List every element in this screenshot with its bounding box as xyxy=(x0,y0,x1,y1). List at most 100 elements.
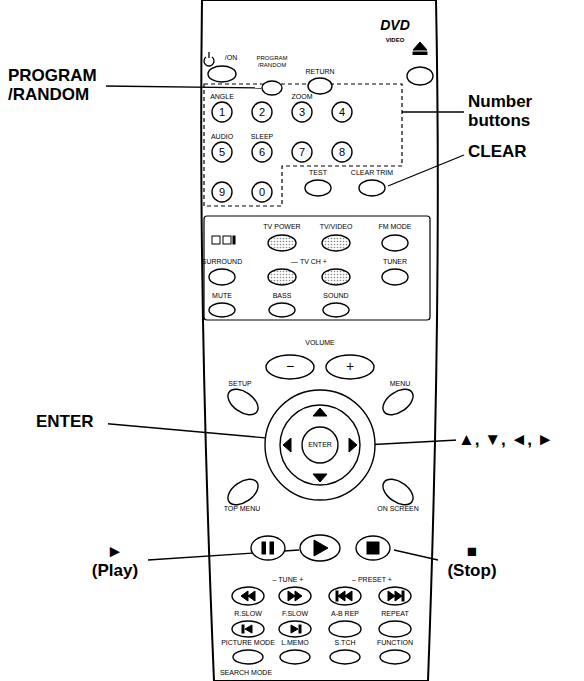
button-label: VIDEO xyxy=(386,37,405,44)
leader-line xyxy=(88,86,464,560)
remote-button xyxy=(379,587,411,605)
callout-label: Number buttons xyxy=(466,92,580,131)
button-label: ANGLE xyxy=(210,93,234,101)
button-label: − xyxy=(286,359,294,374)
leader-line xyxy=(364,440,458,445)
button-label: ZOOM xyxy=(292,93,313,101)
button-label: SETUP xyxy=(228,380,251,388)
remote-button xyxy=(379,621,411,637)
remote-button xyxy=(279,587,311,605)
button-symbol xyxy=(367,542,379,554)
button-symbol xyxy=(245,625,252,633)
tv-panel xyxy=(204,216,430,320)
remote-button xyxy=(323,303,349,317)
remote-button xyxy=(232,621,264,637)
callout-label: ► (Play) xyxy=(82,542,148,581)
button-symbol xyxy=(338,591,352,601)
remote-button xyxy=(212,102,232,122)
button-label: MUTE xyxy=(212,292,232,300)
remote-button xyxy=(329,621,361,637)
button-symbol xyxy=(402,591,404,601)
leader-line xyxy=(104,86,261,88)
remote-button xyxy=(332,142,352,162)
button-symbol xyxy=(208,52,209,58)
remote-button xyxy=(356,536,390,560)
button-symbol xyxy=(288,591,302,601)
button-symbol xyxy=(204,42,427,633)
remote-button xyxy=(252,102,272,122)
leader-line xyxy=(394,550,438,560)
button-label: A-B REP xyxy=(331,610,359,618)
callout-label: ENTER xyxy=(34,412,108,433)
callout-label: PROGRAM /RANDOM xyxy=(6,66,106,105)
remote-button xyxy=(266,355,314,379)
button-label: 6 xyxy=(259,146,265,158)
remote-button xyxy=(252,142,272,162)
remote-button xyxy=(212,182,232,202)
remote-button xyxy=(209,269,235,285)
shaded-button xyxy=(268,269,296,285)
remote-button xyxy=(292,142,312,162)
button-label: ON SCREEN xyxy=(377,505,419,513)
leader-line xyxy=(388,155,464,186)
button-label: 3 xyxy=(299,106,305,118)
button-symbol xyxy=(413,42,427,50)
remote-button xyxy=(269,303,295,317)
button-symbol xyxy=(270,542,274,554)
remote-button xyxy=(380,650,410,664)
button-label: S.TCH xyxy=(335,639,356,647)
button-label: BASS xyxy=(273,292,292,300)
remote-button xyxy=(326,355,374,379)
button-label: TUNER xyxy=(383,258,407,266)
button-label: TEST xyxy=(309,169,327,177)
button-label: PROGRAM /RANDOM xyxy=(254,55,290,68)
button-label: SURROUND xyxy=(202,258,242,266)
remote-body xyxy=(201,0,438,681)
number-bracket xyxy=(204,84,402,206)
remote-button xyxy=(407,67,433,85)
button-label: SEARCH MODE xyxy=(220,669,272,677)
button-label: AUDIO xyxy=(211,133,233,141)
button-label: L.MEMO xyxy=(281,639,309,647)
remote-button xyxy=(292,102,312,122)
remote-button xyxy=(280,405,360,485)
button-symbol xyxy=(242,625,244,633)
button-label: ENTER xyxy=(308,441,332,449)
button-label: 7 xyxy=(299,146,305,158)
button-label: RETURN xyxy=(305,68,334,76)
button-symbol xyxy=(204,57,214,66)
button-label: 1 xyxy=(219,106,225,118)
button-label: 5 xyxy=(219,146,225,158)
remote-button xyxy=(378,474,417,510)
remote-button xyxy=(302,427,338,463)
button-symbol xyxy=(313,474,327,482)
remote-button xyxy=(382,269,408,285)
button-label: SOUND xyxy=(323,292,348,300)
button-label: 9 xyxy=(219,186,225,198)
button-symbol xyxy=(262,542,266,554)
remote-button xyxy=(305,180,331,196)
remote-button xyxy=(223,384,262,420)
button-label: + xyxy=(346,359,354,374)
remote-button xyxy=(279,621,311,637)
button-label: 4 xyxy=(339,106,345,118)
button-symbol xyxy=(233,236,235,244)
button-symbol xyxy=(223,236,231,244)
remote-button xyxy=(308,78,332,94)
button-label: FM MODE xyxy=(378,223,411,231)
button-label: MENU xyxy=(390,380,411,388)
remote-button xyxy=(378,384,417,420)
button-label: — TV CH + xyxy=(291,258,327,266)
shaded-button xyxy=(322,269,350,285)
remote-button xyxy=(232,587,264,605)
remote-button xyxy=(233,650,263,664)
remote-button xyxy=(265,390,375,500)
number-bracket xyxy=(204,84,402,206)
button-symbol xyxy=(241,591,255,601)
button-label: CLEAR TRIM xyxy=(351,169,393,177)
button-symbol xyxy=(388,591,402,601)
button-label: SLEEP xyxy=(251,133,274,141)
button-symbol xyxy=(314,540,328,556)
button-symbol xyxy=(283,438,291,452)
